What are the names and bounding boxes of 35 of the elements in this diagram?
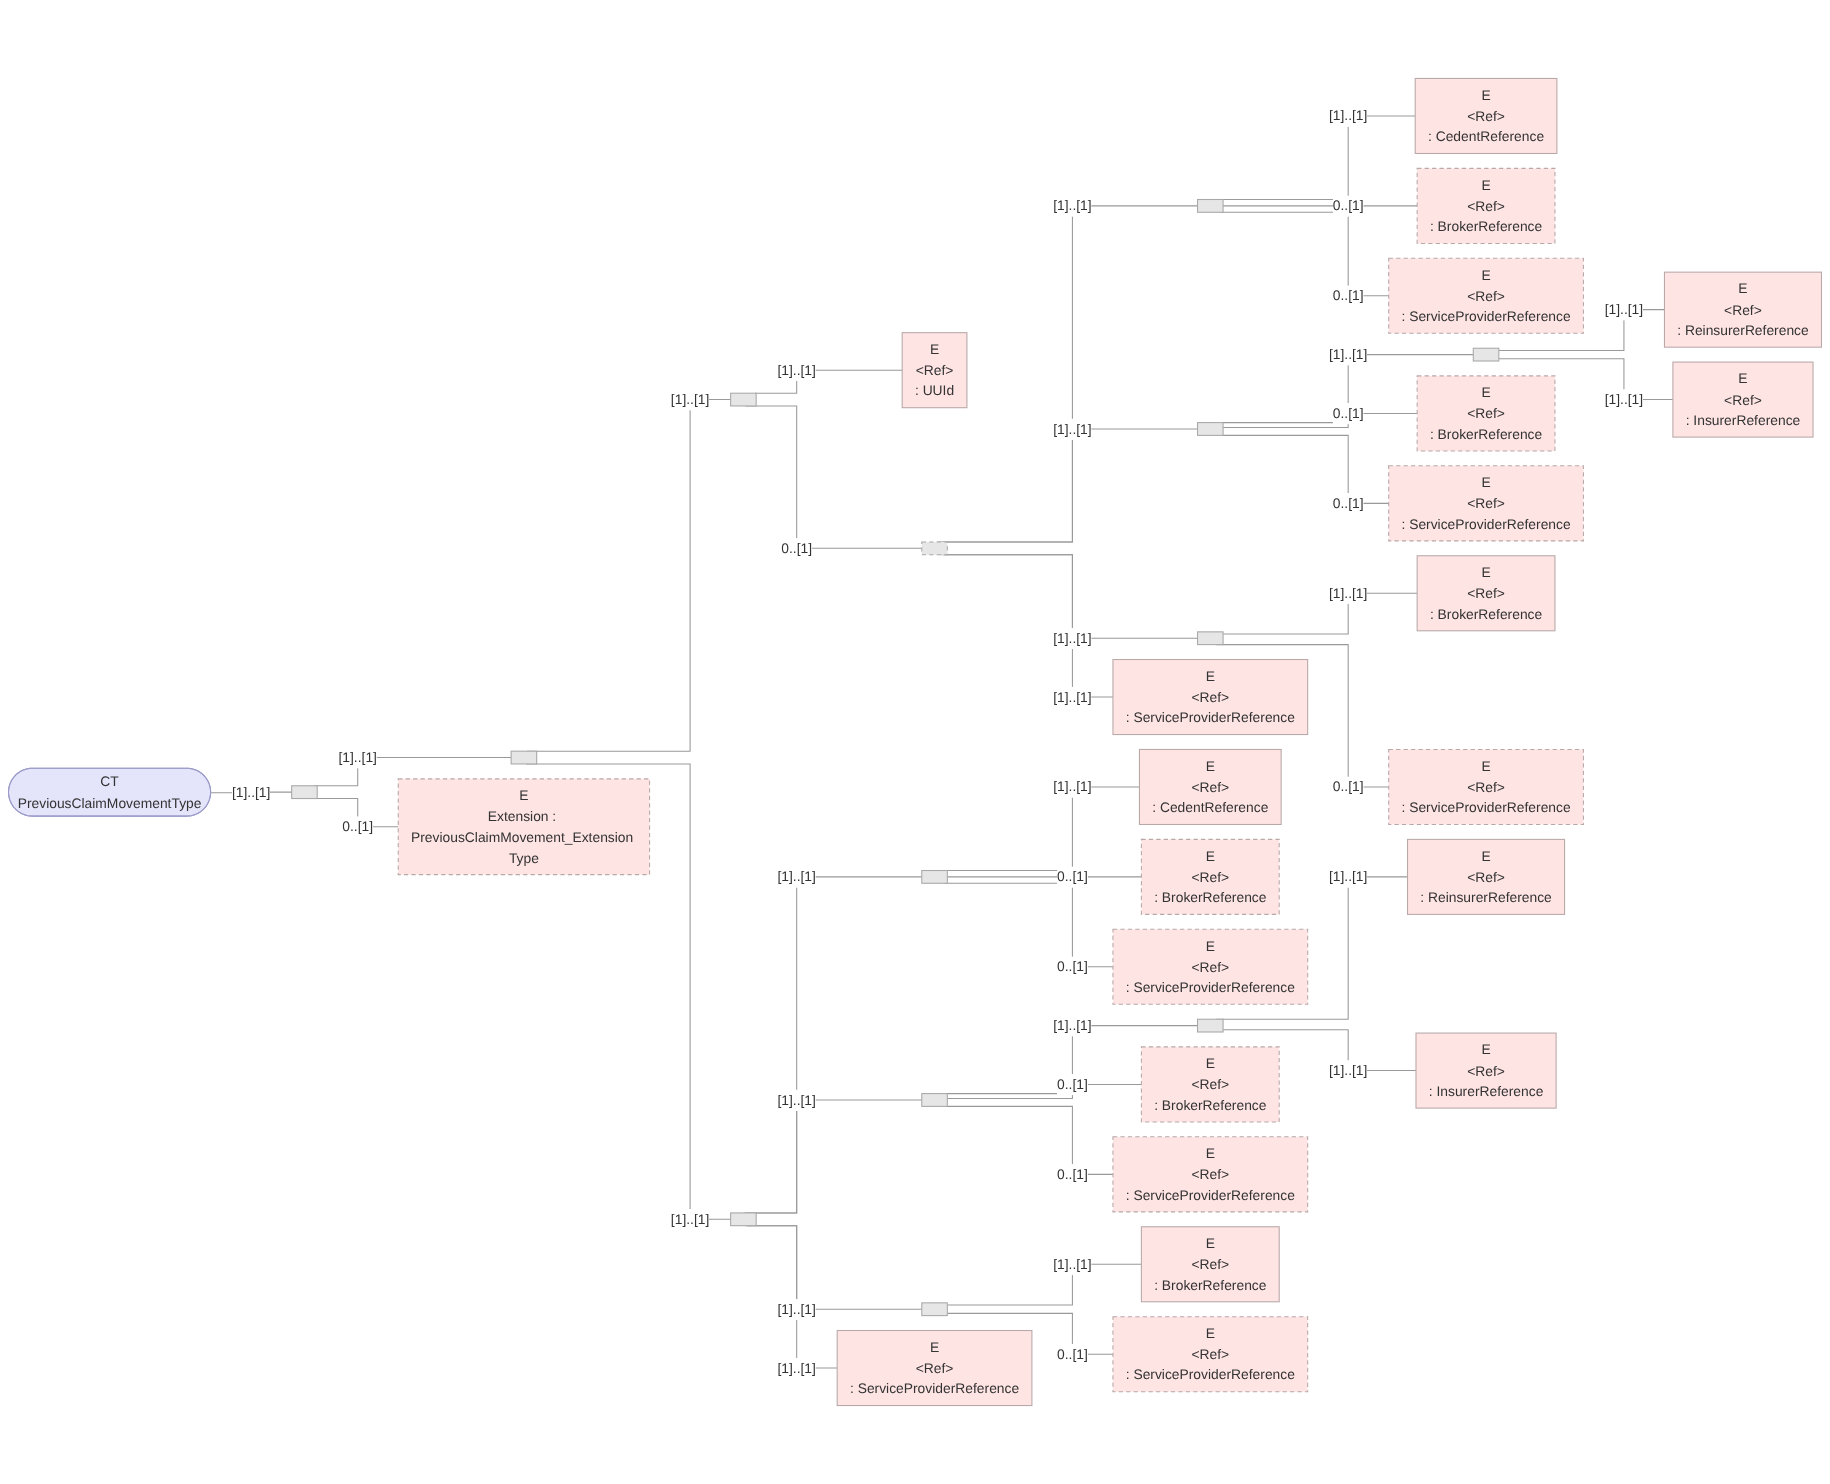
node-box [921, 541, 948, 556]
connector [1222, 1029, 1417, 1072]
connector [946, 1312, 1114, 1355]
node-box [1197, 422, 1224, 436]
connector [1222, 205, 1418, 207]
connector [943, 786, 1140, 872]
node-box [1197, 631, 1224, 646]
node-box [291, 785, 318, 800]
connector [1221, 354, 1474, 424]
connector [946, 876, 1142, 878]
node-box [1197, 199, 1224, 213]
connector [754, 369, 903, 394]
node-box [1472, 347, 1500, 362]
connector [1219, 115, 1416, 201]
connector [941, 428, 1199, 543]
connector [1221, 434, 1390, 504]
node-box [730, 392, 757, 407]
connector [943, 882, 1114, 968]
connector [945, 1105, 1114, 1175]
connector [1219, 211, 1390, 297]
connector [313, 757, 512, 787]
node-box [510, 750, 538, 765]
connector [946, 1263, 1142, 1306]
connector [945, 1025, 1199, 1095]
connector [1498, 358, 1674, 401]
connector [1498, 309, 1665, 351]
connector [1222, 412, 1418, 429]
connector [313, 798, 399, 828]
connector [946, 1083, 1142, 1100]
node-box [921, 870, 948, 884]
node-box [921, 1302, 948, 1317]
node-box [921, 1093, 948, 1107]
connector [1222, 592, 1418, 635]
node-box [730, 1212, 757, 1227]
node-box [1197, 1018, 1224, 1033]
